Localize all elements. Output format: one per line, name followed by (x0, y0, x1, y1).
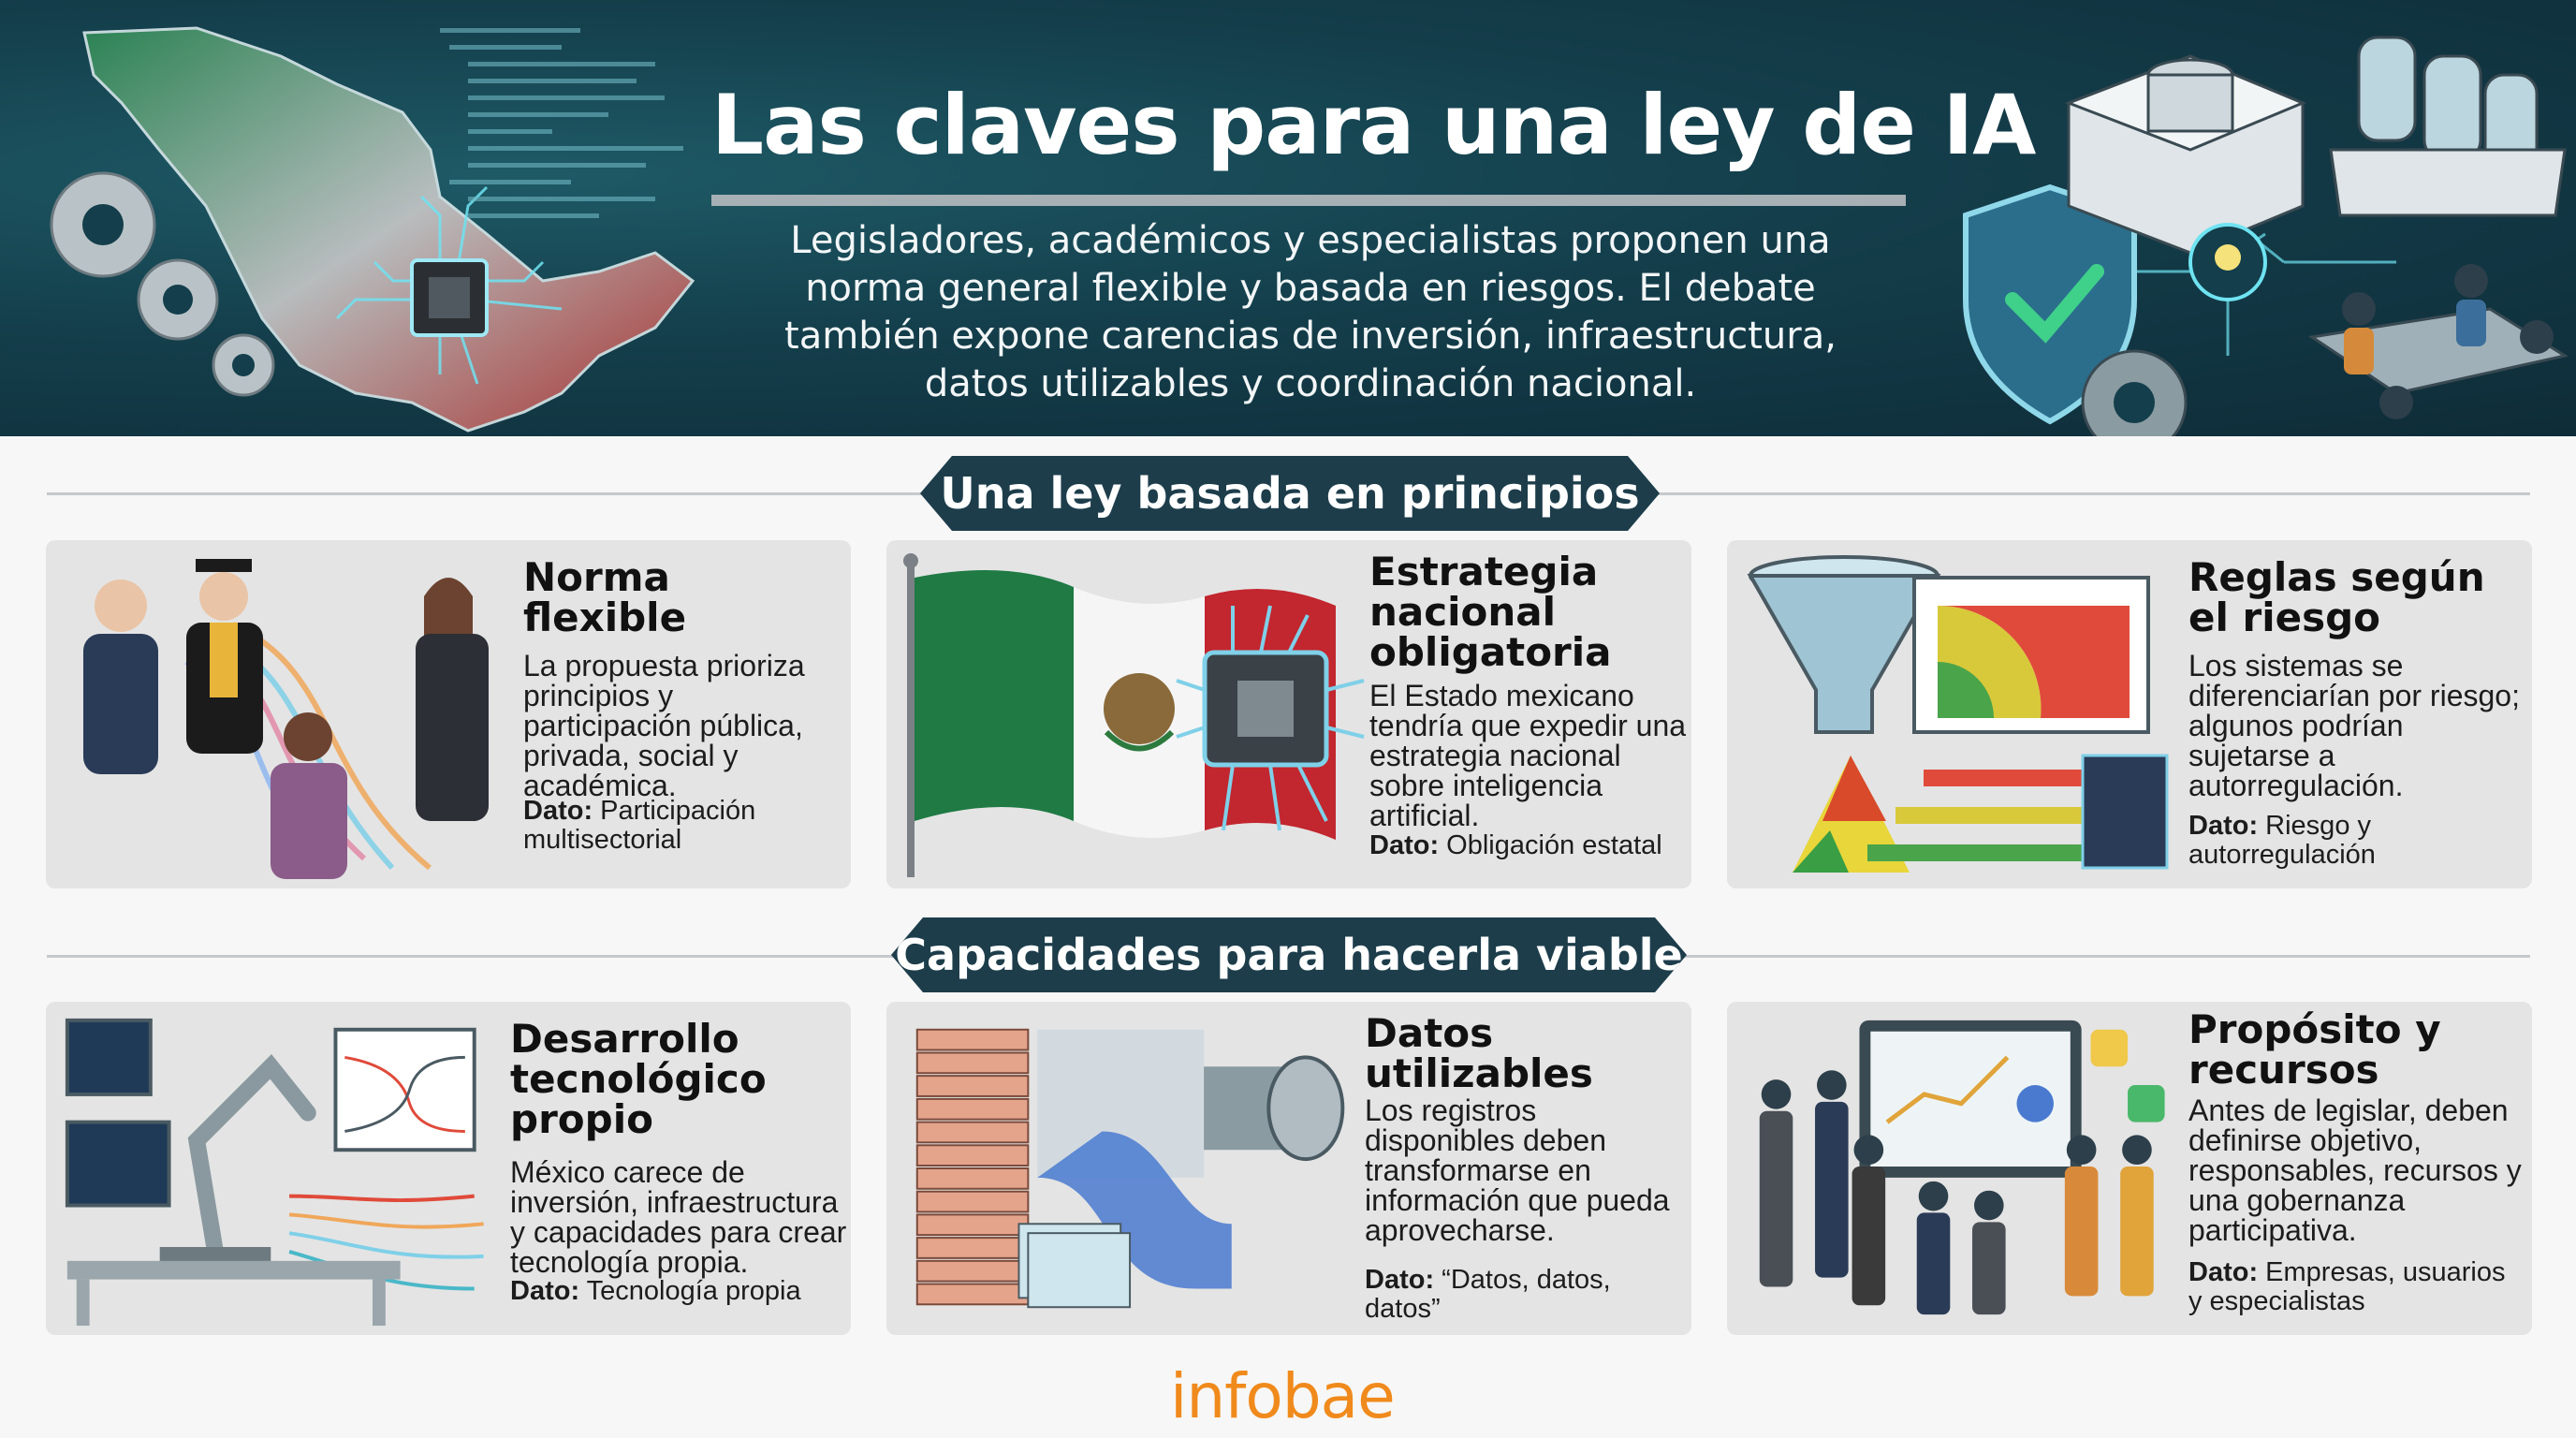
mexico-flag-chip-icon (903, 553, 1365, 877)
card-data-value: Empresas, usuarios y especialistas (2188, 1257, 2506, 1316)
card-body: Los registros disponibles deben transfor… (1365, 1093, 1670, 1247)
card-reglas-riesgo: Reglas según el riesgo Los sistemas se d… (1727, 540, 2532, 888)
card-data: Dato: Tecnología propia (510, 1277, 838, 1306)
card-data-value: Tecnología propia (586, 1276, 801, 1306)
card-title: Estrategia nacional obligatoria (1369, 549, 1612, 675)
card-data-value: “Datos, datos, datos” (1365, 1265, 1611, 1324)
section-rule-right (1652, 492, 2530, 495)
card-data-label: Dato: (2188, 811, 2259, 841)
card-body: México carece de inversión, infraestruct… (510, 1155, 847, 1279)
card-proposito-recursos: Propósito y recursos Antes de legislar, … (1727, 1002, 2532, 1335)
infrastructure-illustration (1963, 36, 2569, 436)
page-subtitle: Legisladores, académicos y especialistas… (784, 219, 1837, 405)
card-data: Dato: Riesgo y autorregulación (2188, 812, 2516, 870)
infobae-logo: infobae (1170, 1360, 1396, 1432)
robot-arm-lab-icon (65, 1018, 484, 1326)
title-divider (711, 195, 1906, 206)
mexico-map-illustration (50, 26, 695, 433)
card-title: Datos utilizables (1365, 1010, 1593, 1096)
card-data-label: Dato: (2188, 1257, 2259, 1287)
card-body: Los sistemas se diferenciarían por riesg… (2188, 649, 2520, 802)
section-banner-capacidades: Capacidades para hacerla viable (891, 917, 1687, 992)
card-body: Antes de legislar, deben definirse objet… (2188, 1093, 2522, 1247)
section-banner-principios: Una ley basada en principios (920, 456, 1660, 531)
header-banner: Las claves para una ley de IA Legislador… (0, 0, 2576, 436)
card-data-label: Dato: (1369, 830, 1440, 860)
card-datos-utilizables: Datos utilizables Los registros disponib… (886, 1002, 1691, 1335)
card-data: Dato: Participación multisectorial (523, 797, 832, 855)
team-dashboard-icon (1759, 1020, 2165, 1315)
risk-funnel-gauge-icon (1747, 555, 2169, 873)
page-title: Las claves para una ley de IA (711, 77, 2036, 173)
section-rule-right (1671, 955, 2530, 958)
people-discussion-icon (83, 559, 489, 879)
card-data: Dato: “Datos, datos, datos” (1365, 1266, 1683, 1324)
section-rule-left (47, 955, 908, 958)
card-title: Norma flexible (523, 554, 687, 640)
card-data-value: Riesgo y autorregulación (2188, 811, 2376, 870)
card-data-value: Obligación estatal (1446, 830, 1662, 860)
section-rule-left (47, 492, 927, 495)
card-title: Desarrollo tecnológico propio (510, 1016, 767, 1142)
card-estrategia-nacional: Estrategia nacional obligatoria El Estad… (886, 540, 1691, 888)
card-data: Dato: Empresas, usuarios y especialistas (2188, 1258, 2516, 1316)
card-title: Propósito y recursos (2188, 1006, 2441, 1093)
card-desarrollo-tecnologico: Desarrollo tecnológico propio México car… (46, 1002, 851, 1335)
data-pipe-icon (915, 1028, 1345, 1309)
card-body: El Estado mexicano tendría que expedir u… (1369, 679, 1687, 832)
card-body: La propuesta prioriza principios y parti… (523, 649, 805, 802)
card-data: Dato: Obligación estatal (1369, 831, 1678, 860)
card-title: Reglas según el riesgo (2188, 554, 2485, 640)
card-norma-flexible: Norma flexible La propuesta prioriza pri… (46, 540, 851, 888)
card-data-label: Dato: (523, 796, 593, 826)
card-data-value: Participación multisectorial (523, 796, 756, 855)
card-data-label: Dato: (1365, 1265, 1435, 1295)
card-data-label: Dato: (510, 1276, 580, 1306)
